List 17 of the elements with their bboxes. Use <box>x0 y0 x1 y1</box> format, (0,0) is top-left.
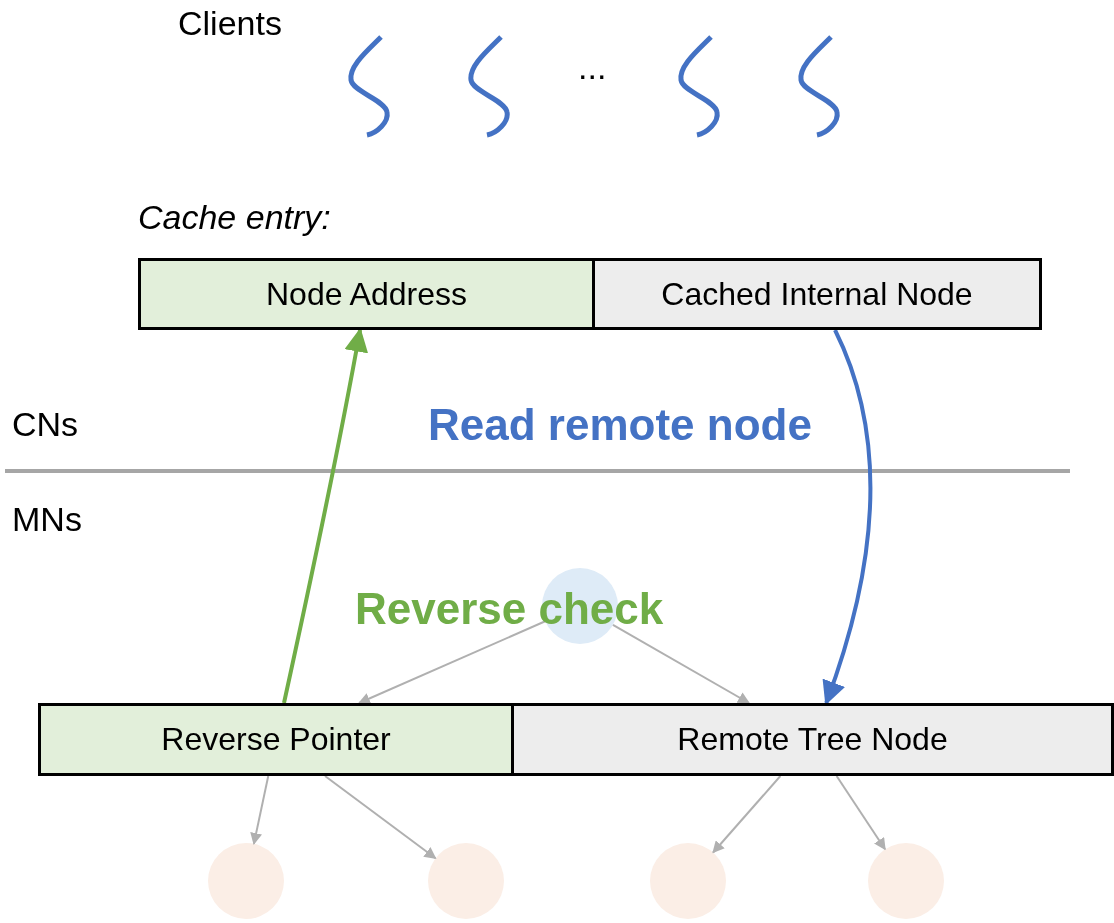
label: Clients <box>178 4 282 43</box>
arrow <box>324 775 437 860</box>
field-box: Node Address <box>138 258 595 330</box>
arrow <box>250 775 270 845</box>
field-box: Reverse Pointer <box>38 703 514 776</box>
edge-label: Read remote node <box>428 400 812 450</box>
arrow <box>611 623 750 704</box>
label: MNs <box>12 500 82 539</box>
arrow <box>712 775 782 854</box>
label: CNs <box>12 405 79 444</box>
arrow <box>835 775 887 851</box>
ellipsis-label: ... <box>578 48 607 87</box>
field-box: Cached Internal Node <box>592 258 1042 330</box>
field-box: Remote Tree Node <box>511 703 1114 776</box>
arrow <box>358 620 547 705</box>
label: Cache entry: <box>138 198 331 237</box>
edge-label: Reverse check <box>355 584 664 634</box>
